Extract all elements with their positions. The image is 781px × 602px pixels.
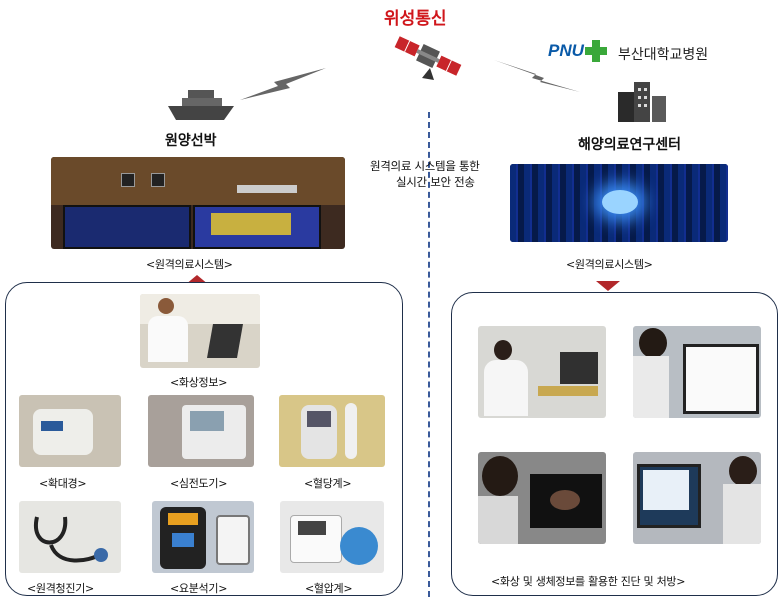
satellite-icon: [394, 36, 462, 80]
urine-analyzer-photo: [152, 501, 254, 573]
device-label-magnifier: <확대경>: [39, 477, 87, 490]
center-divider: [428, 112, 430, 597]
doctor-consult-photo-2: [633, 326, 761, 418]
satellite-comm-title: 위성통신: [384, 9, 447, 29]
doctor-consult-photo-4: [633, 452, 761, 544]
device-label-urine-analyzer: <요분석기>: [170, 582, 228, 595]
research-center-title: 해양의료연구센터: [578, 137, 682, 153]
device-label-ecg: <심전도기>: [170, 477, 228, 490]
signal-bolt-left: [240, 68, 326, 100]
ship-icon: [168, 90, 234, 120]
pnu-logo-text: PNU: [548, 41, 584, 60]
device-label-glucometer: <혈당계>: [304, 477, 352, 490]
glucometer-photo: [279, 395, 385, 467]
left-system-caption: <원격의료시스템>: [146, 258, 233, 271]
doctor-consult-photo-3: [478, 452, 606, 544]
pnu-logo: PNU: [548, 40, 607, 62]
signal-bolt-right: [494, 60, 580, 92]
transmission-line-1: 원격의료 시스템을 통한: [370, 159, 480, 173]
down-arrow: [596, 281, 620, 291]
video-call-photo: [140, 294, 260, 368]
diagnosis-caption: <화상 및 생체정보를 활용한 진단 및 처방>: [491, 575, 686, 588]
magnifier-photo: [19, 395, 121, 467]
data-center-photo: [510, 164, 728, 242]
video-info-caption: <화상정보>: [170, 376, 228, 389]
device-label-bp-monitor: <혈압계>: [305, 582, 353, 595]
up-arrow: [185, 275, 209, 285]
pnu-cross-icon: [584, 40, 607, 62]
bp-monitor-photo: [280, 501, 384, 573]
stethoscope-photo: [19, 501, 121, 573]
device-label-stethoscope: <원격청진기>: [27, 582, 94, 595]
onboard-system-photo: [51, 157, 345, 249]
right-system-caption: <원격의료시스템>: [566, 258, 653, 271]
transmission-line-2: 실시간 보안 전송: [396, 175, 475, 189]
ecg-device-photo: [148, 395, 254, 467]
doctor-consult-photo-1: [478, 326, 606, 418]
hospital-name: 부산대학교병원: [618, 47, 709, 63]
ship-title: 원양선박: [165, 133, 217, 149]
building-icon: [618, 82, 666, 122]
